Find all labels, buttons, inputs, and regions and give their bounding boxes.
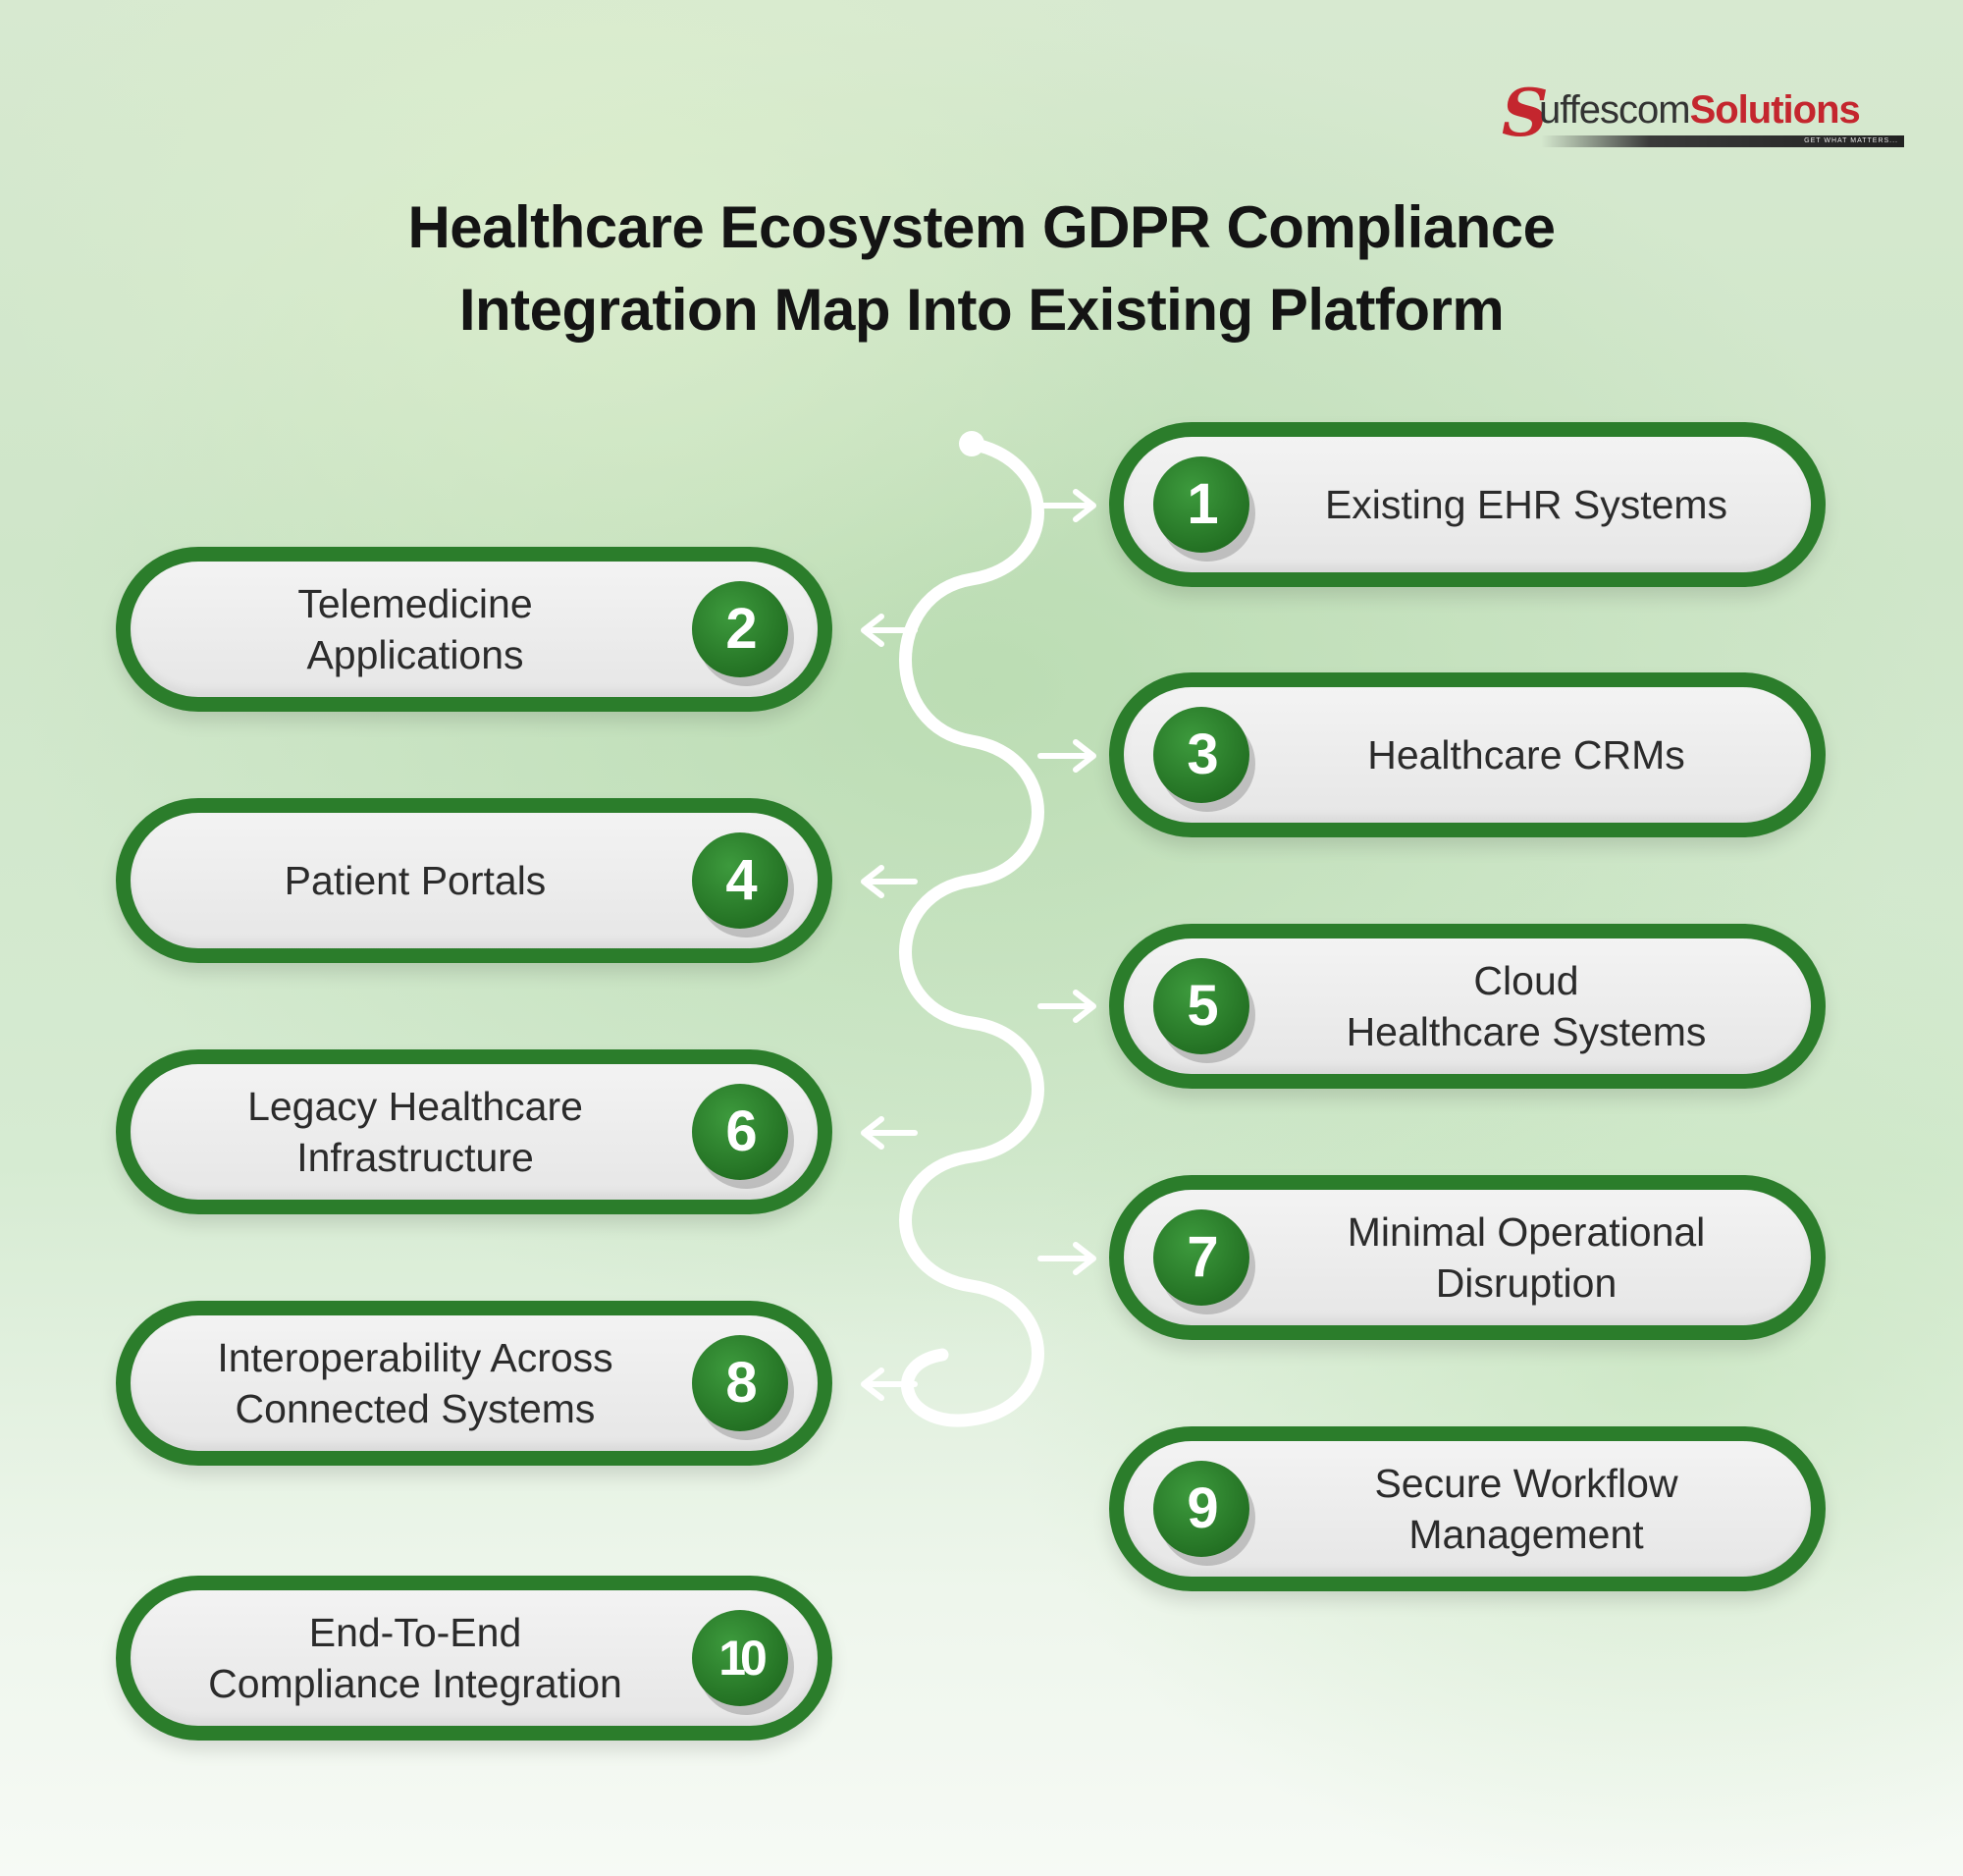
step-number-badge: 7 xyxy=(1153,1209,1249,1306)
title-line-2: Integration Map Into Existing Platform xyxy=(458,277,1505,343)
arrow-to-step-3 xyxy=(1037,739,1096,773)
arrow-to-step-2 xyxy=(861,614,918,647)
step-label-wrap: Minimal Operational Disruption xyxy=(1271,1190,1781,1325)
step-label-wrap: Legacy Healthcare Infrastructure xyxy=(160,1064,670,1200)
arrow-to-step-7 xyxy=(1037,1242,1096,1275)
step-label: End-To-End Compliance Integration xyxy=(208,1610,622,1706)
step-label-wrap: Secure Workflow Management xyxy=(1271,1441,1781,1577)
logo-word-2: Solutions xyxy=(1689,88,1861,132)
step-label: Interoperability Across Connected System… xyxy=(217,1335,613,1431)
arrow-to-step-5 xyxy=(1037,990,1096,1023)
connector-curve xyxy=(899,437,1044,1427)
step-card-9: 9 Secure Workflow Management xyxy=(1109,1426,1826,1591)
step-card-4: 4 Patient Portals xyxy=(116,798,832,963)
connector-start-dot xyxy=(959,431,984,456)
step-card-5: 5 Cloud Healthcare Systems xyxy=(1109,924,1826,1089)
step-label: Cloud Healthcare Systems xyxy=(1346,958,1707,1054)
arrow-to-step-8 xyxy=(861,1367,918,1401)
step-label: Minimal Operational Disruption xyxy=(1347,1209,1706,1306)
arrow-to-step-1 xyxy=(1037,489,1096,522)
step-card-2: 2 Telemedicine Applications xyxy=(116,547,832,712)
step-number-badge: 8 xyxy=(692,1335,788,1431)
title-line-1: Healthcare Ecosystem GDPR Compliance xyxy=(407,194,1556,260)
logo-wordmark: uffescomSolutions xyxy=(1539,88,1861,132)
step-label-wrap: Interoperability Across Connected System… xyxy=(160,1315,670,1451)
step-number-badge: 10 xyxy=(692,1610,788,1706)
step-number-badge: 3 xyxy=(1153,707,1249,803)
step-label: Legacy Healthcare Infrastructure xyxy=(247,1084,583,1180)
company-logo: S uffescomSolutions GET WHAT MATTERS... xyxy=(1502,80,1914,159)
arrow-to-step-4 xyxy=(861,865,918,898)
step-card-3: 3 Healthcare CRMs xyxy=(1109,672,1826,837)
step-number-badge: 9 xyxy=(1153,1461,1249,1557)
step-label-wrap: Healthcare CRMs xyxy=(1271,687,1781,823)
step-label: Healthcare CRMs xyxy=(1367,732,1685,777)
logo-word-1: uffescom xyxy=(1539,88,1691,132)
logo-tagline: GET WHAT MATTERS... xyxy=(1541,135,1904,147)
step-label: Patient Portals xyxy=(284,858,547,903)
logo-initial: S xyxy=(1502,75,1549,151)
step-number-badge: 1 xyxy=(1153,456,1249,553)
step-number-badge: 5 xyxy=(1153,958,1249,1054)
step-number-badge: 4 xyxy=(692,832,788,929)
step-card-8: 8 Interoperability Across Connected Syst… xyxy=(116,1301,832,1466)
step-label-wrap: Patient Portals xyxy=(160,813,670,948)
step-card-6: 6 Legacy Healthcare Infrastructure xyxy=(116,1049,832,1214)
step-number-badge: 6 xyxy=(692,1084,788,1180)
step-label-wrap: End-To-End Compliance Integration xyxy=(160,1590,670,1726)
step-card-1: 1 Existing EHR Systems xyxy=(1109,422,1826,587)
step-label: Secure Workflow Management xyxy=(1374,1461,1678,1557)
page-title: Healthcare Ecosystem GDPR Compliance Int… xyxy=(245,187,1718,351)
step-number-badge: 2 xyxy=(692,581,788,677)
step-label-wrap: Telemedicine Applications xyxy=(160,562,670,697)
step-card-10: 10 End-To-End Compliance Integration xyxy=(116,1576,832,1741)
step-card-7: 7 Minimal Operational Disruption xyxy=(1109,1175,1826,1340)
step-label: Existing EHR Systems xyxy=(1324,482,1728,527)
arrow-to-step-6 xyxy=(861,1116,918,1150)
step-label-wrap: Existing EHR Systems xyxy=(1271,437,1781,572)
step-label: Telemedicine Applications xyxy=(297,581,533,677)
step-label-wrap: Cloud Healthcare Systems xyxy=(1271,938,1781,1074)
